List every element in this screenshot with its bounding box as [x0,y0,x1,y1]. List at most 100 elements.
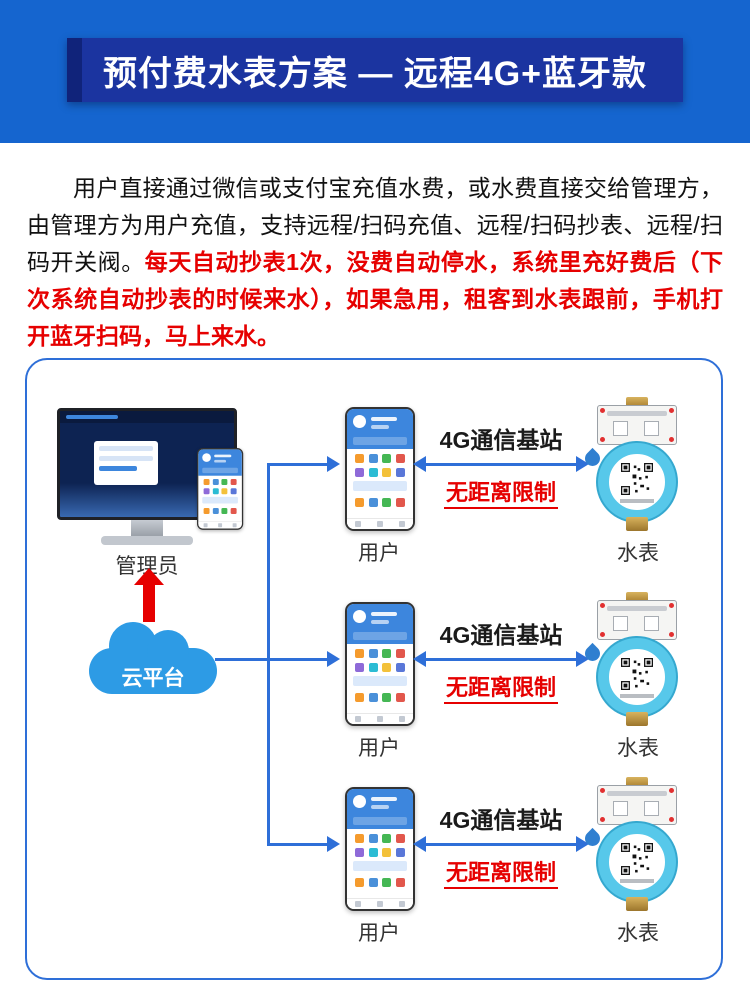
connector-line-row1 [267,463,327,466]
phone-app-header [198,449,242,476]
cloud-label: 云平台 [121,667,185,690]
login-button [99,466,137,471]
connector-line-row2 [215,658,327,661]
screw-icon [600,603,605,608]
meter-pipe [626,897,648,911]
station-label: 4G通信基站 [439,807,563,833]
subtitle-bar [214,459,227,463]
arrowhead-icon [327,651,340,667]
screw-icon [669,632,674,637]
meter-label-box [597,600,677,640]
subtitle-bar [371,620,389,624]
meter-label-box [597,785,677,825]
meter-label: 水表 [617,542,659,565]
avatar-icon [353,415,366,428]
limit-label: 无距离限制 [423,670,579,704]
monitor-stand-neck [131,520,163,536]
app-icon-grid [198,505,242,516]
screw-icon [669,817,674,822]
meter-nut [626,777,648,787]
intro-text-black: 用户直接通过微信或支付宝充值水费，或水费直接交给管理方，由管理方为用户充值，支持… [27,175,723,275]
cloud-platform-icon: 云平台 [89,622,217,700]
architecture-diagram: 管理员 云平台 [25,358,723,980]
meter-code-bar [620,879,654,883]
login-window [94,441,158,485]
diagram-row-3: 用户 4G通信基站 无距离限制 [27,777,725,977]
app-banner [353,481,407,491]
double-arrow-icon [413,651,589,667]
title-banner: 预付费水表方案 — 远程4G+蓝牙款 [67,38,683,102]
username-bar [371,417,397,421]
phone-mockup [197,448,244,530]
double-arrow-icon [413,456,589,472]
meter-body [598,638,676,716]
meter-text-bar [607,606,667,611]
login-field [99,456,153,461]
meter-chip [644,421,659,436]
phone-app-header [347,789,413,829]
limit-label: 无距离限制 [423,475,579,509]
bluetooth-drop-icon [581,447,604,470]
meter-nut [626,397,648,407]
connector-vertical-line [267,463,270,846]
water-meter [581,777,689,915]
admin-phone-mockup [197,448,244,530]
app-icon-grid [347,688,413,704]
app-icon-grid [347,829,413,859]
meter-code-bar [620,499,654,503]
meter-nut [626,592,648,602]
meter-pipe [626,712,648,726]
subtitle-bar [371,425,389,429]
connector-line-row3 [267,843,327,846]
app-icon-grid [347,449,413,479]
water-meter [581,592,689,730]
up-arrow-icon [134,568,164,622]
monitor-stand-base [101,536,193,545]
username-bar [214,454,232,458]
avatar-icon [353,795,366,808]
username-bar [371,797,397,801]
stats-bar [353,437,407,445]
dashboard-titlebar [60,411,234,423]
meter-label: 水表 [617,922,659,945]
phone-nav-bar [347,518,413,529]
double-arrow-icon [413,836,589,852]
diagram-row-1: 用户 4G通信基站 无距离限制 [27,397,725,597]
arrowhead-icon [327,456,340,472]
meter-chip [613,801,628,816]
username-bar [371,612,397,616]
meter-chip [613,421,628,436]
user-phone-mockup [345,787,415,911]
qr-code-icon [621,463,653,495]
user-phone-mockup [345,602,415,726]
stats-bar [202,467,238,474]
user-label: 用户 [358,542,400,565]
meter-chip [644,616,659,631]
meter-chip [644,801,659,816]
meter-body [598,443,676,521]
screw-icon [669,437,674,442]
limit-label: 无距离限制 [423,855,579,889]
phone-nav-bar [198,521,242,529]
login-field [99,446,153,451]
screw-icon [669,788,674,793]
screw-icon [600,788,605,793]
water-meter [581,397,689,535]
app-banner [353,861,407,871]
station-label: 4G通信基站 [439,427,563,453]
stats-bar [353,817,407,825]
phone-app-header [347,604,413,644]
intro-text-red: 每天自动抄表1次，没费自动停水，系统里充好费后（下次系统自动抄表的时候来水），如… [27,249,723,349]
app-icon-grid [347,644,413,674]
stats-bar [353,632,407,640]
screw-icon [669,603,674,608]
station-label: 4G通信基站 [439,622,563,648]
user-label: 用户 [358,922,400,945]
screw-icon [600,408,605,413]
meter-pipe [626,517,648,531]
arrowhead-icon [327,836,340,852]
phone-app-header [347,409,413,449]
user-label: 用户 [358,737,400,760]
meter-label-box [597,405,677,445]
